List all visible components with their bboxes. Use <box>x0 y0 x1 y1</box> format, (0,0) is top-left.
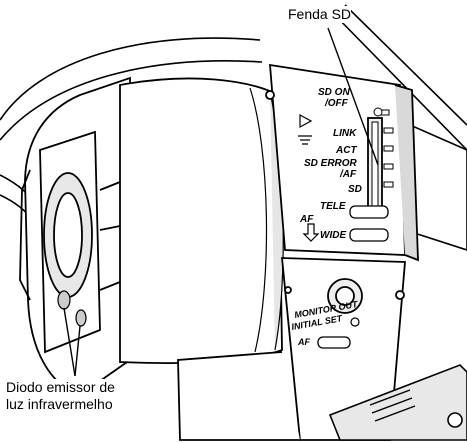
camera-body <box>119 77 284 364</box>
led-sd-error <box>383 163 394 170</box>
network-icon <box>298 135 312 145</box>
label-sd-error: SD ERROR <box>304 158 358 169</box>
led-act <box>383 145 394 152</box>
label-af-top: AF <box>299 214 314 225</box>
play-icon <box>299 113 313 129</box>
ir-led-callout-line1: Diodo emissor de <box>6 379 115 395</box>
label-tele: TELE <box>320 201 346 212</box>
label-off: /OFF <box>324 98 349 109</box>
label-af-bottom: AF <box>297 337 310 347</box>
tele-button[interactable] <box>349 205 389 219</box>
label-sd-on: SD ON <box>318 87 350 98</box>
af-arrow-icon <box>302 223 320 242</box>
af-bottom-button[interactable] <box>317 336 351 349</box>
label-wide: WIDE <box>320 230 346 241</box>
led-sd <box>383 181 394 188</box>
cover-plate <box>328 364 467 441</box>
leader-lines <box>63 27 379 377</box>
label-sd: SD <box>348 184 362 195</box>
label-slash-af: /AF <box>339 169 357 180</box>
lens-bezel <box>19 76 131 396</box>
ir-led-callout-line2: luz infravermelho <box>6 396 113 412</box>
led-link <box>383 127 394 134</box>
initial-set-button[interactable] <box>350 317 360 327</box>
ir-led-callout: Diodo emissor de luz infravermelho <box>6 379 156 413</box>
label-act: ACT <box>335 145 357 156</box>
wide-button[interactable] <box>349 228 389 242</box>
label-link: LINK <box>333 128 357 139</box>
sd-slot-callout: Fenda SD <box>288 6 352 23</box>
